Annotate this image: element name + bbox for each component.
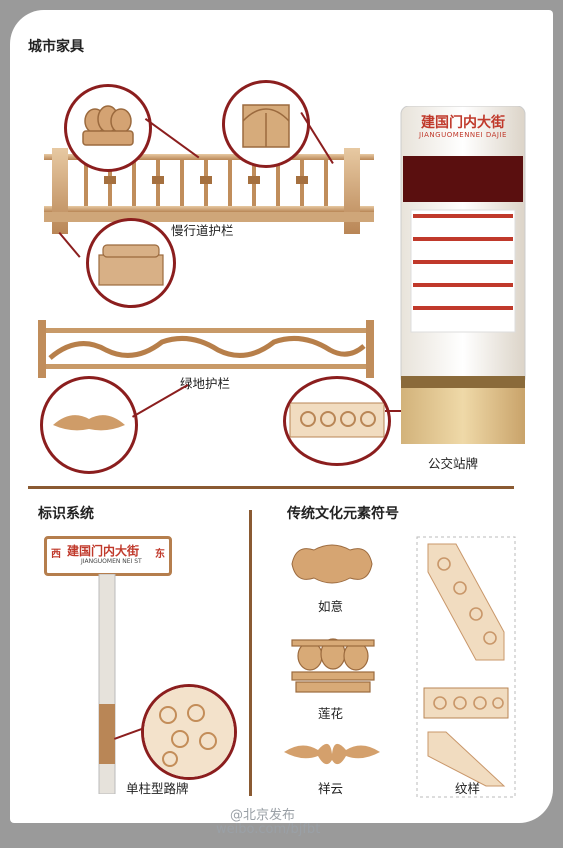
single-pole-sign-label: 单柱型路牌 bbox=[126, 781, 189, 796]
section-title-street-furniture: 城市家具 bbox=[28, 39, 84, 55]
green-fence-illustration bbox=[38, 320, 374, 378]
ruyi-symbol bbox=[291, 544, 373, 584]
sign-name: 建国门内大街 bbox=[67, 544, 140, 558]
base-detail-circle bbox=[86, 218, 176, 308]
xiangyun-symbol bbox=[284, 743, 380, 765]
sign-east: 东 bbox=[155, 549, 165, 560]
pattern-swatch-box bbox=[416, 536, 516, 798]
section-divider bbox=[28, 486, 514, 489]
slow-lane-fence-label: 慢行道护栏 bbox=[171, 223, 234, 238]
bus-stop-street-name: 建国门内大街 bbox=[421, 115, 505, 131]
callout-line bbox=[385, 410, 405, 412]
watermark-url: weibo.com/bjfbt bbox=[216, 822, 321, 837]
green-fence-label: 绿地护栏 bbox=[180, 376, 231, 391]
watermark-handle: @北京发布 bbox=[230, 808, 296, 823]
section-title-signage: 标识系统 bbox=[38, 506, 94, 522]
lotus-symbol bbox=[291, 638, 375, 693]
cultural-item-label: 祥云 bbox=[318, 781, 344, 796]
post-cap-detail-circle bbox=[222, 80, 310, 168]
column-divider bbox=[249, 510, 252, 796]
cultural-item-label: 莲花 bbox=[318, 706, 344, 721]
sign-pinyin: JIANGUOMEN NEI ST bbox=[81, 558, 142, 565]
slow-lane-fence-illustration bbox=[44, 148, 374, 234]
sign-west: 西 bbox=[51, 549, 61, 560]
bus-stop-sign-illustration bbox=[400, 106, 526, 444]
cloud-ornament-circle bbox=[40, 376, 138, 474]
pole-pattern-circle bbox=[141, 684, 237, 780]
section-title-cultural-symbols: 传统文化元素符号 bbox=[287, 506, 399, 522]
cultural-item-label: 如意 bbox=[318, 599, 344, 614]
cloud-pattern-circle bbox=[283, 376, 391, 466]
sign-pole bbox=[98, 574, 116, 794]
bus-stop-street-pinyin: JIANGUOMENNEI DAJIE bbox=[419, 131, 507, 139]
lotus-detail-circle bbox=[64, 84, 152, 172]
street-sign: 西 建国门内大街 JIANGUOMEN NEI ST 东 bbox=[44, 536, 172, 576]
bus-stop-sign-label: 公交站牌 bbox=[428, 456, 479, 471]
cultural-item-label: 纹样 bbox=[455, 781, 481, 796]
